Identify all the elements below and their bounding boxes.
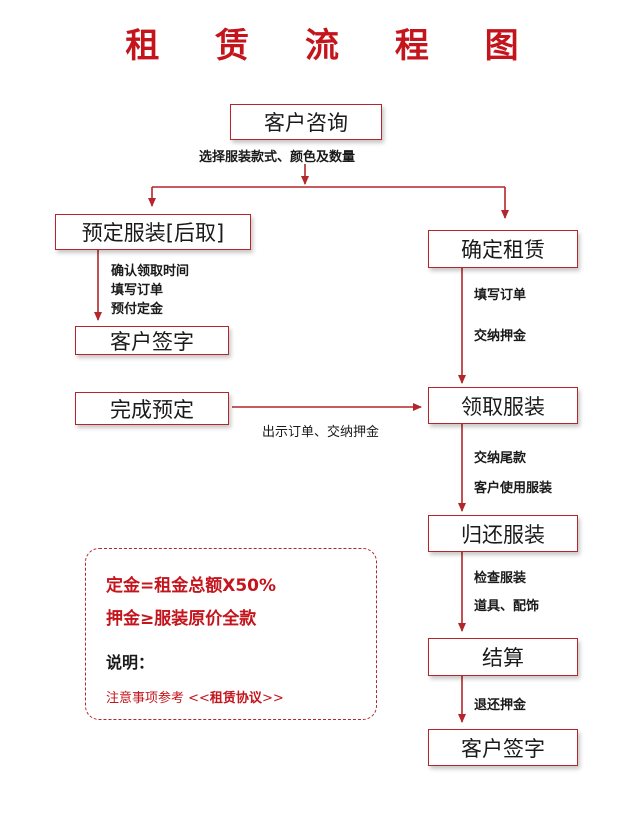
node-sign-2: 客户签字	[428, 729, 578, 766]
legend-refs-prefix: 注意事项参考 <<	[106, 691, 210, 706]
note-reserve-1: 确认领取时间	[111, 264, 190, 279]
note-return-1: 检查服装	[474, 571, 527, 586]
note-confirm-1: 填写订单	[474, 288, 527, 303]
note-confirm-2: 交纳押金	[474, 329, 527, 344]
node-reserve: 预定服装[后取]	[55, 214, 251, 250]
node-complete-reserve: 完成预定	[75, 392, 229, 425]
legend-refs-link: 租赁协议	[209, 691, 262, 706]
legend-refs-suffix: >>	[261, 691, 284, 706]
node-settle: 结算	[428, 638, 578, 676]
legend-pledge-rule: 押金≥服装原价全款	[106, 609, 257, 629]
note-complete: 出示订单、交纳押金	[262, 425, 380, 440]
note-return-2: 道具、配饰	[474, 599, 540, 614]
legend-explain-label: 说明：	[106, 653, 155, 672]
legend-deposit-rule: 定金=租金总额X50%	[106, 576, 277, 596]
legend-box: 定金=租金总额X50% 押金≥服装原价全款 说明： 注意事项参考 <<租赁协议>…	[85, 548, 377, 720]
note-pickup-1: 交纳尾款	[474, 451, 527, 466]
note-pickup-2: 客户使用服装	[474, 481, 553, 496]
note-consult: 选择服装款式、颜色及数量	[199, 150, 356, 165]
node-confirm: 确定租赁	[428, 230, 578, 268]
node-pickup: 领取服装	[428, 387, 578, 424]
diagram-title: 租 赁 流 程 图	[125, 26, 541, 66]
note-reserve-2: 填写订单	[111, 283, 164, 298]
node-consult: 客户咨询	[230, 104, 382, 140]
note-reserve-3: 预付定金	[111, 302, 164, 317]
note-settle-1: 退还押金	[474, 698, 527, 713]
legend-references: 注意事项参考 <<租赁协议>>	[106, 687, 284, 706]
node-return: 归还服装	[428, 515, 578, 552]
node-sign-1: 客户签字	[75, 326, 229, 355]
